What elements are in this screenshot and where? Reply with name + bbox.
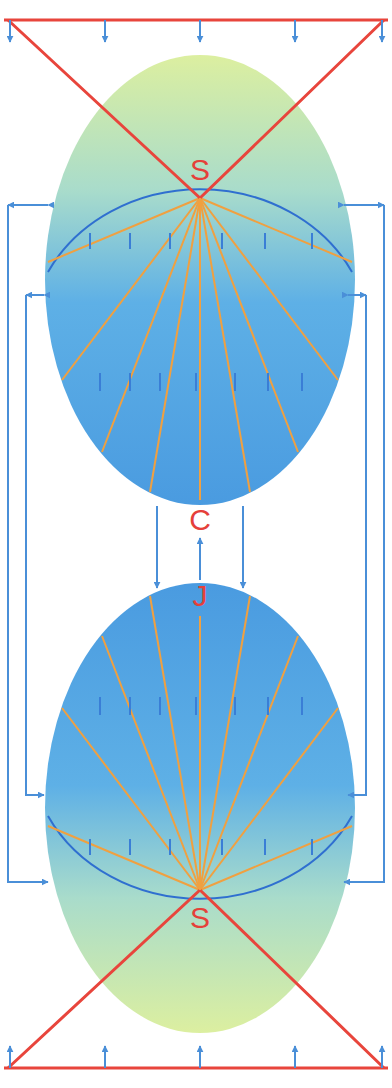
mirrored-half-figure [4,583,388,1068]
return-loops [8,205,384,882]
center-lines [199,198,201,890]
pole-letter: J [193,581,208,611]
half-figure [4,20,388,505]
pole-letter: S [190,155,210,185]
red-x-bar [4,20,388,198]
flux-arrows [10,20,382,42]
body-ellipse [45,55,355,505]
pole-letter: C [189,505,211,535]
gap-arrows [157,506,243,588]
pole-letter: S [190,903,210,933]
